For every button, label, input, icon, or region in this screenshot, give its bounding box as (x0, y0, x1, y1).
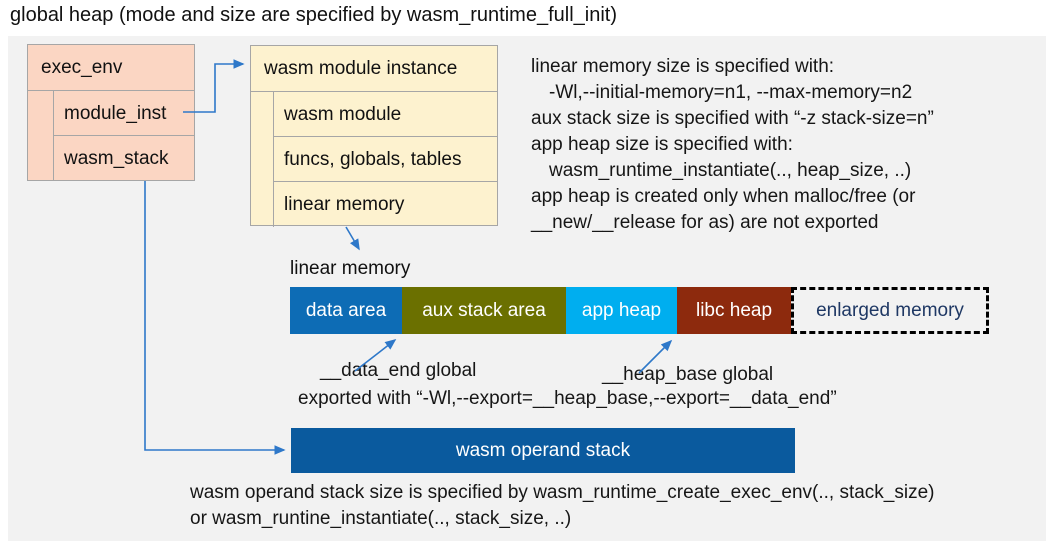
exec-env-box: exec_env module_inst wasm_stack (27, 44, 195, 181)
note-line: -Wl,--initial-memory=n1, --max-memory=n2 (549, 82, 913, 103)
exec-env-row-wasm-stack: wasm_stack (53, 136, 194, 181)
linear-memory-label: linear memory (290, 258, 411, 279)
linear-memory-bar: data area aux stack area app heap libc h… (290, 287, 791, 334)
exec-env-row-module-inst: module_inst (53, 91, 194, 136)
note-line: aux stack size is specified with “-z sta… (531, 108, 934, 129)
segment-data-area: data area (290, 287, 402, 334)
note-line: or wasm_runtine_instantiate(.., stack_si… (190, 508, 572, 529)
segment-libc-heap: libc heap (677, 287, 791, 334)
exported-with-label: exported with “-Wl,--export=__heap_base,… (298, 388, 837, 409)
data-end-global-label: __data_end global (320, 360, 477, 381)
note-line: wasm operand stack size is specified by … (190, 482, 935, 503)
segment-enlarged-memory: enlarged memory (791, 287, 989, 334)
wasm-operand-stack-bar: wasm operand stack (291, 428, 795, 473)
note-line: app heap size is specified with: (531, 134, 793, 155)
exec-env-title: exec_env (28, 45, 194, 91)
module-instance-row-funcs-globals-tables: funcs, globals, tables (273, 137, 497, 182)
module-instance-row-wasm-module: wasm module (273, 92, 497, 137)
segment-aux-stack-area: aux stack area (402, 287, 566, 334)
heap-base-global-label: __heap_base global (602, 364, 774, 385)
module-instance-box: wasm module instance wasm module funcs, … (250, 45, 498, 227)
memory-size-notes: linear memory size is specified with: -W… (531, 54, 934, 236)
module-instance-title: wasm module instance (251, 46, 497, 92)
note-line: wasm_runtime_instantiate(.., heap_size, … (549, 160, 912, 181)
note-line: __new/__release for as) are not exported (531, 212, 879, 233)
diagram-title: global heap (mode and size are specified… (10, 4, 617, 26)
note-line: app heap is created only when malloc/fre… (531, 186, 916, 207)
note-line: linear memory size is specified with: (531, 56, 835, 77)
segment-app-heap: app heap (566, 287, 677, 334)
module-instance-row-linear-memory: linear memory (273, 182, 497, 227)
operand-stack-notes: wasm operand stack size is specified by … (190, 480, 935, 532)
